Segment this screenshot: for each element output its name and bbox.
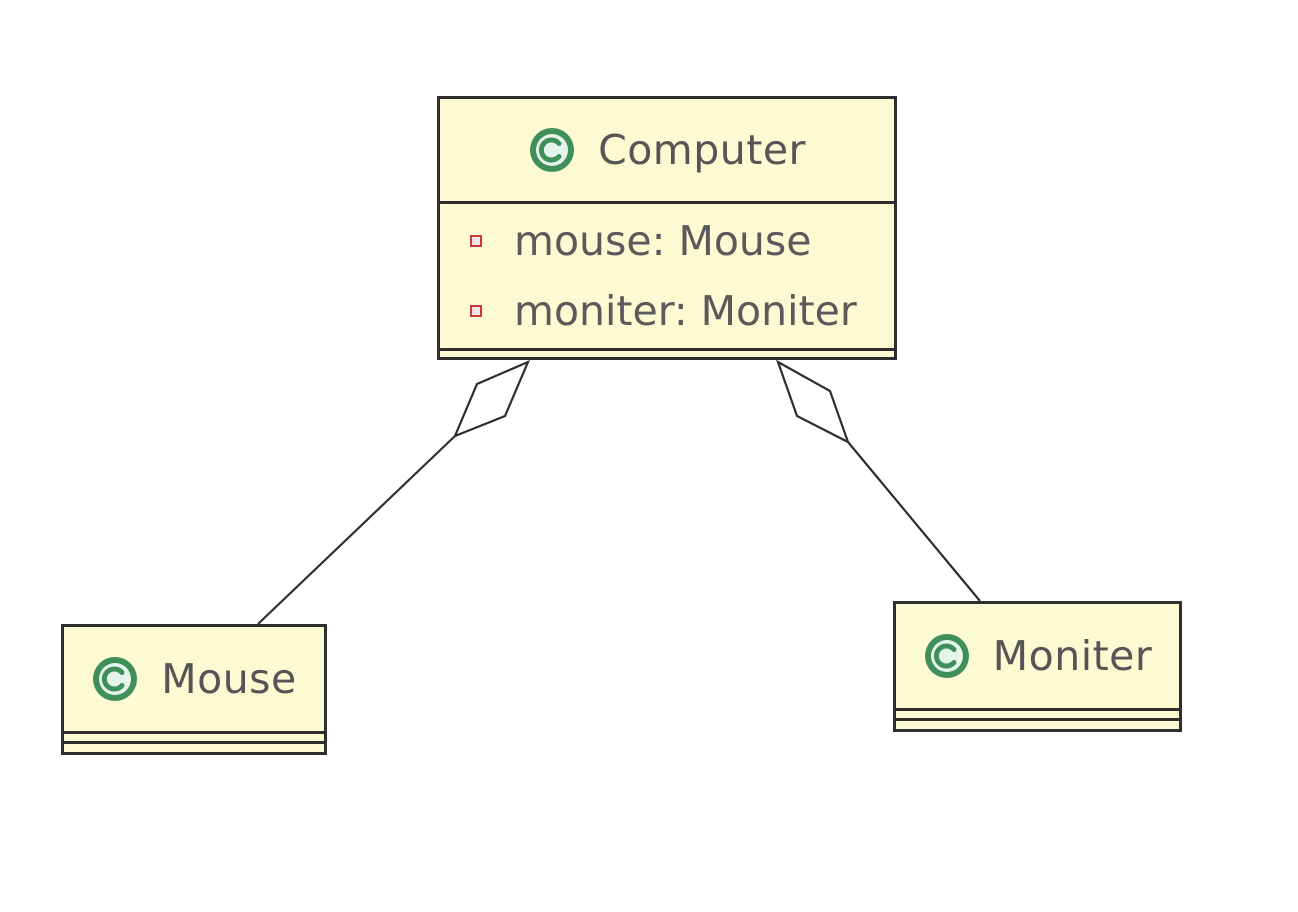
aggregation-computer-mouse[interactable]	[257, 359, 531, 625]
class-name-mouse: Mouse	[161, 655, 297, 703]
attribute-row[interactable]: moniter: Moniter	[440, 276, 894, 346]
class-header-computer: Computer	[440, 99, 894, 201]
class-header-mouse: Mouse	[64, 627, 324, 731]
aggregation-line-moniter	[847, 441, 981, 602]
class-c-icon	[93, 657, 138, 701]
attributes-compartment	[64, 734, 324, 741]
class-box-moniter[interactable]: Moniter	[893, 601, 1182, 732]
aggregation-computer-moniter[interactable]	[775, 359, 981, 602]
private-field-icon	[470, 305, 482, 317]
class-c-icon	[924, 634, 969, 678]
attributes-divider	[440, 201, 894, 204]
attributes-divider	[64, 731, 324, 734]
attribute-mouse: mouse: Mouse	[514, 217, 812, 265]
private-field-icon	[470, 235, 482, 247]
attributes-compartment	[896, 711, 1179, 718]
class-box-mouse[interactable]: Mouse	[61, 624, 327, 755]
operations-divider	[64, 741, 324, 744]
aggregation-line-mouse	[257, 435, 456, 625]
attribute-moniter: moniter: Moniter	[514, 287, 857, 335]
operations-divider	[440, 348, 894, 351]
class-box-computer[interactable]: Computer mouse: Mouse moniter: Moniter	[437, 96, 897, 360]
operations-divider	[896, 718, 1179, 721]
class-header-moniter: Moniter	[896, 604, 1179, 708]
operations-compartment	[440, 351, 894, 358]
class-name-computer: Computer	[598, 126, 806, 174]
class-name-moniter: Moniter	[992, 632, 1153, 680]
attributes-divider	[896, 708, 1179, 711]
attribute-row[interactable]: mouse: Mouse	[440, 206, 894, 276]
aggregation-diamond-moniter	[775, 359, 850, 445]
aggregation-diamond-mouse	[452, 359, 531, 439]
class-c-icon	[530, 128, 575, 172]
attribute-list: mouse: Mouse moniter: Moniter	[440, 204, 894, 348]
